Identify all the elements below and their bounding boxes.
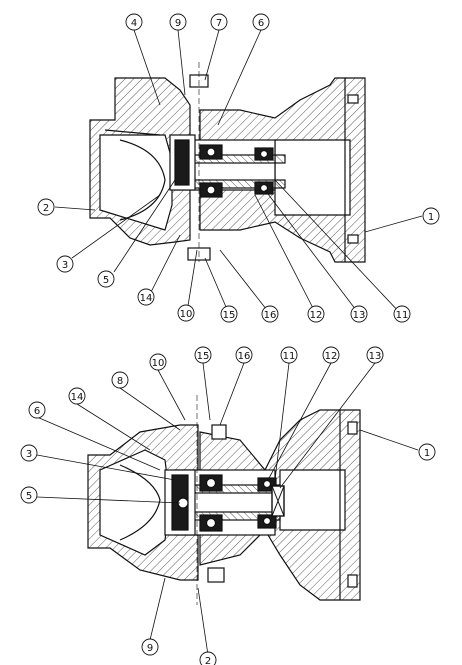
svg-text:10: 10	[180, 309, 193, 320]
top-leaders	[54, 29, 423, 315]
svg-text:2: 2	[43, 203, 49, 214]
svg-text:3: 3	[26, 449, 32, 460]
callout-bottom-11: 11	[280, 346, 298, 364]
callout-bottom-13: 13	[366, 346, 384, 364]
top-flange-bolt-lower	[347, 234, 359, 244]
top-flange-bolt-upper	[347, 94, 359, 104]
bottom-leaders	[36, 362, 419, 656]
callout-top-4: 4	[125, 13, 143, 31]
bottom-lower-bolt	[207, 567, 225, 583]
svg-text:9: 9	[147, 643, 153, 654]
callout-bottom-5: 5	[20, 486, 38, 504]
top-section-view	[89, 62, 366, 263]
callout-bottom-2: 2	[199, 651, 217, 665]
bottom-bearing-right	[257, 477, 277, 529]
callout-top-3: 3	[56, 255, 74, 273]
bottom-flange-notch-lower	[347, 574, 358, 588]
svg-text:15: 15	[223, 310, 236, 321]
svg-text:7: 7	[216, 18, 222, 29]
svg-text:14: 14	[71, 392, 84, 403]
callout-top-5: 5	[97, 270, 115, 288]
svg-text:16: 16	[238, 351, 251, 362]
svg-text:9: 9	[175, 18, 181, 29]
bottom-flange-notch-upper	[347, 421, 358, 435]
bottom-bearing-left	[199, 474, 223, 532]
svg-text:14: 14	[140, 293, 153, 304]
top-left-housing	[89, 77, 191, 246]
bottom-inner-cone	[119, 464, 161, 541]
svg-text:11: 11	[283, 351, 296, 362]
svg-text:6: 6	[34, 406, 40, 417]
callout-bottom-16: 16	[235, 346, 253, 364]
callout-top-11: 11	[393, 305, 411, 323]
svg-text:8: 8	[117, 376, 123, 387]
top-inner-line	[104, 129, 161, 136]
svg-text:2: 2	[205, 656, 211, 665]
callout-bottom-14: 14	[68, 387, 86, 405]
svg-text:10: 10	[152, 358, 165, 369]
callout-bottom-12: 12	[322, 346, 340, 364]
bottom-section-view	[87, 395, 361, 605]
callout-bottom-6: 6	[28, 401, 46, 419]
top-inner-cone	[119, 139, 166, 221]
svg-text:4: 4	[131, 18, 137, 29]
top-bearing-left	[199, 144, 223, 198]
callout-top-10: 10	[177, 304, 195, 322]
svg-text:1: 1	[424, 448, 430, 459]
svg-text:5: 5	[103, 275, 109, 286]
svg-text:13: 13	[353, 310, 366, 321]
svg-text:16: 16	[264, 310, 277, 321]
callout-bottom-9: 9	[141, 638, 159, 656]
callout-bottom-10: 10	[149, 353, 167, 371]
svg-text:6: 6	[258, 18, 264, 29]
callout-top-14: 14	[137, 288, 155, 306]
callout-top-15: 15	[220, 305, 238, 323]
callout-top-7: 7	[210, 13, 228, 31]
callout-top-16: 16	[261, 305, 279, 323]
callout-top-12: 12	[307, 305, 325, 323]
top-gear-teeth	[174, 139, 190, 186]
callout-bottom-3: 3	[20, 444, 38, 462]
callout-top-1: 1	[422, 207, 440, 225]
callout-bottom-15: 15	[194, 346, 212, 364]
svg-text:1: 1	[428, 212, 434, 223]
bottom-upper-bolt	[211, 424, 227, 440]
svg-text:3: 3	[62, 260, 68, 271]
callout-bottom-8: 8	[111, 371, 129, 389]
svg-text:15: 15	[197, 351, 210, 362]
svg-text:12: 12	[325, 351, 338, 362]
callout-top-13: 13	[350, 305, 368, 323]
svg-text:5: 5	[26, 491, 32, 502]
callout-bottom-1: 1	[418, 443, 436, 461]
callout-top-9: 9	[169, 13, 187, 31]
callout-top-2: 2	[37, 198, 55, 216]
svg-text:12: 12	[310, 310, 323, 321]
callout-top-6: 6	[252, 13, 270, 31]
svg-text:13: 13	[369, 351, 382, 362]
svg-text:11: 11	[396, 310, 409, 321]
top-bearing-right	[254, 147, 274, 195]
